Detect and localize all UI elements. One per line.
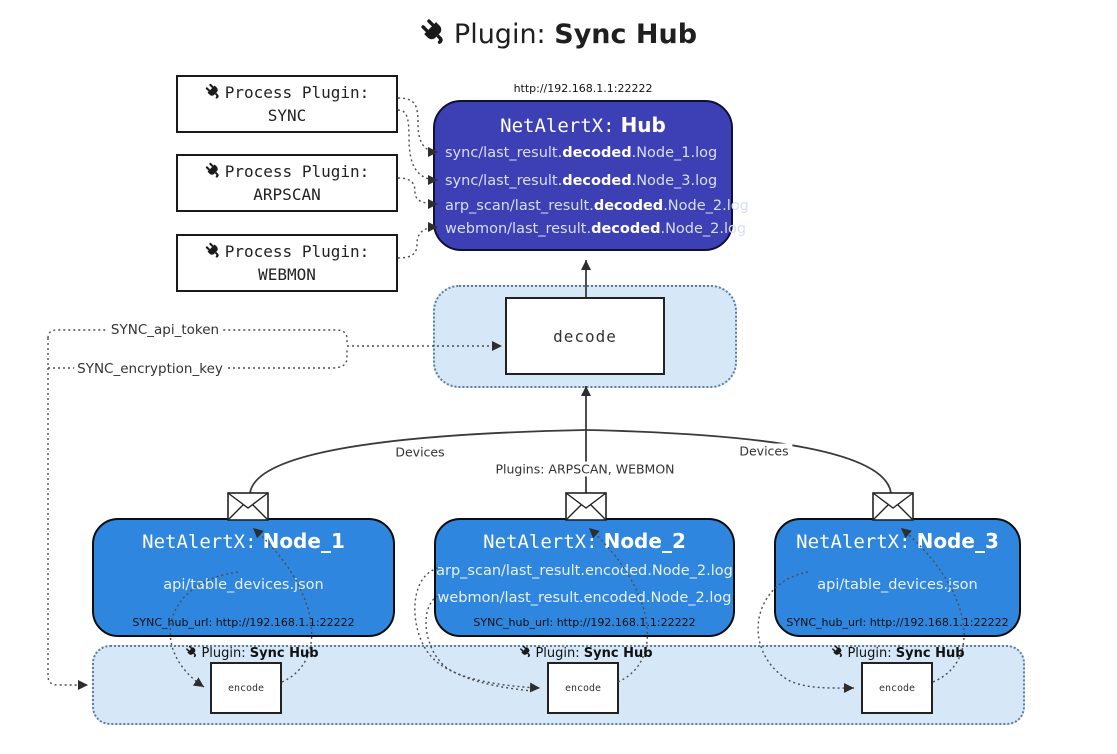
hub-log-line: webmon/last_result.decoded.Node_2.log <box>445 220 747 237</box>
decode-label: decode <box>553 326 617 346</box>
edge-webmon-to-log4 <box>397 222 439 259</box>
envelope-icon <box>872 492 914 521</box>
envelope-icon <box>565 492 607 521</box>
page-title: Plugin: Sync Hub <box>0 16 1117 50</box>
decode-box: decode <box>505 297 665 375</box>
envelope-icons <box>227 492 914 521</box>
sync-encryption-key-label: SYNC_encryption_key <box>74 361 226 377</box>
node-file: api/table_devices.json <box>163 577 324 593</box>
encoder-plugin-label: Plugin: Sync Hub <box>830 644 965 661</box>
process-plugin-label: Process Plugin: <box>224 161 370 181</box>
hub-title-prefix: NetAlertX: <box>500 115 615 137</box>
page-title-prefix: Plugin: <box>453 19 546 50</box>
hub-url-label: http://192.168.1.1:22222 <box>513 82 653 95</box>
process-plugin-box-sync: Process Plugin: SYNC <box>176 75 398 133</box>
envelope-icon <box>227 492 269 521</box>
node-box-node-1: NetAlertX: Node_1 api/table_devices.json… <box>92 518 395 637</box>
edge-label-plugins: Plugins: ARPSCAN, WEBMON <box>491 461 679 477</box>
plug-icon <box>204 162 223 180</box>
edge-sync-to-log2 <box>397 109 439 185</box>
hub-log-line: sync/last_result.decoded.Node_3.log <box>445 172 718 189</box>
node-file: webmon/last_result.encoded.Node_2.log <box>437 589 732 606</box>
edge-label-devices-left: Devices <box>391 444 449 460</box>
node-title: NetAlertX: Node_1 <box>142 529 345 553</box>
process-plugin-name: WEBMON <box>258 265 316 284</box>
edge-label-devices-right: Devices <box>735 443 793 459</box>
encode-box: encode <box>861 662 933 714</box>
node-file: arp_scan/last_result.encoded.Node_2.log <box>436 563 733 579</box>
edge-config-to-encoders <box>47 338 88 690</box>
hub-log-line: sync/last_result.decoded.Node_1.log <box>445 145 718 161</box>
plug-icon <box>830 644 846 659</box>
encoder-plugin-label: Plugin: Sync Hub <box>518 644 653 661</box>
node-hub-url: SYNC_hub_url: http://192.168.1.1:22222 <box>786 616 1009 629</box>
node-hub-url: SYNC_hub_url: http://192.168.1.1:22222 <box>473 616 696 629</box>
edge-sync-to-log1 <box>397 97 439 157</box>
process-plugin-box-arpscan: Process Plugin: ARPSCAN <box>176 154 398 212</box>
encoder-plugin-label: Plugin: Sync Hub <box>184 644 319 661</box>
node-title: NetAlertX: Node_3 <box>796 529 999 553</box>
node-file: api/table_devices.json <box>817 577 978 593</box>
plug-icon <box>418 16 450 48</box>
node-hub-url: SYNC_hub_url: http://192.168.1.1:22222 <box>132 616 355 629</box>
process-plugin-name: SYNC <box>267 106 307 125</box>
process-plugin-label: Process Plugin: <box>224 241 370 261</box>
page-title-name: Sync Hub <box>554 19 698 50</box>
process-plugin-name: ARPSCAN <box>253 185 321 204</box>
node-box-node-3: NetAlertX: Node_3 api/table_devices.json… <box>774 518 1021 637</box>
node-box-node-2: NetAlertX: Node_2 arp_scan/last_result.e… <box>434 518 735 637</box>
plug-icon <box>184 644 200 659</box>
sync-api-token-label: SYNC_api_token <box>107 322 223 338</box>
node-title: NetAlertX: Node_2 <box>483 529 686 553</box>
encode-box: encode <box>547 662 619 714</box>
hub-log-line: arp_scan/last_result.decoded.Node_2.log <box>445 198 749 214</box>
plug-icon <box>518 644 534 659</box>
plug-icon <box>204 83 223 101</box>
process-plugin-box-webmon: Process Plugin: WEBMON <box>176 234 398 292</box>
plug-icon <box>204 242 223 260</box>
hub-box: NetAlertX: Hub sync/last_result.decoded.… <box>433 100 749 251</box>
edge-arpscan-to-log3 <box>397 177 439 209</box>
encode-box: encode <box>210 662 282 714</box>
hub-title: NetAlertX: Hub <box>435 113 731 137</box>
hub-title-name: Hub <box>620 113 666 137</box>
process-plugin-label: Process Plugin: <box>224 82 370 102</box>
